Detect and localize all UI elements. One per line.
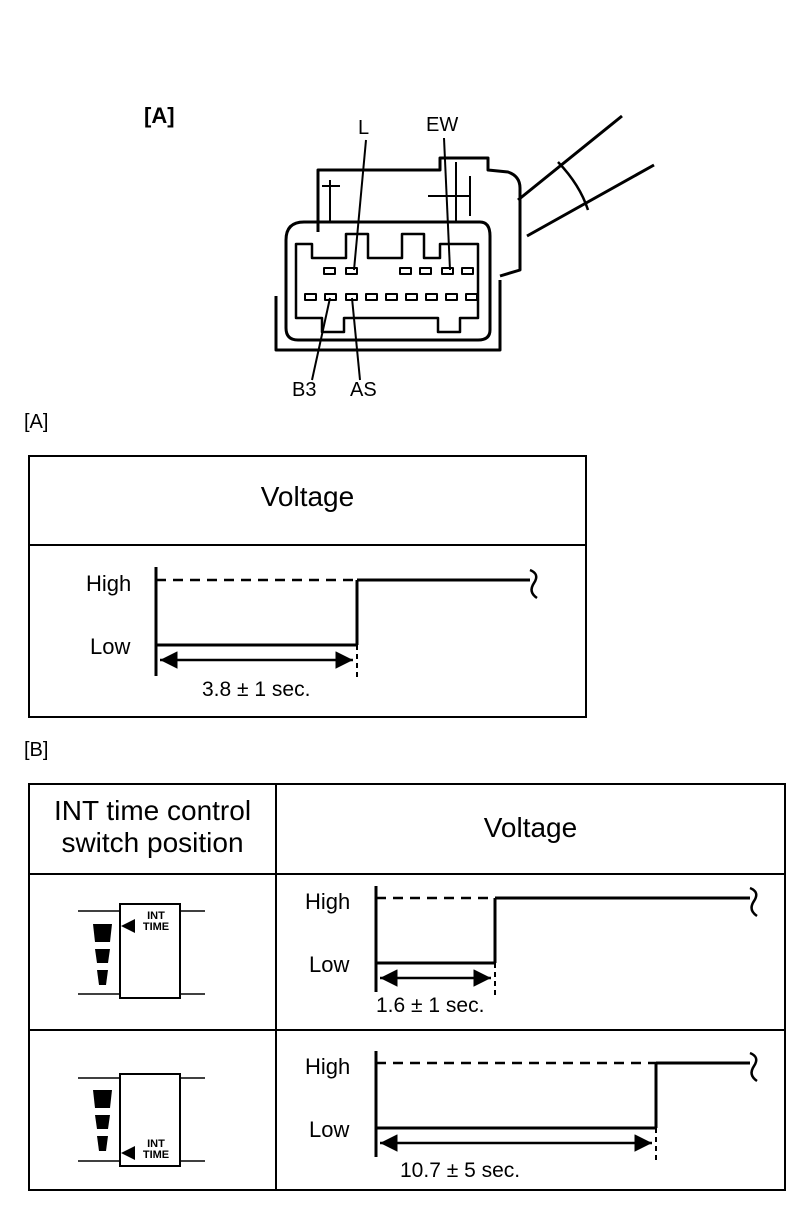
lever-arc bbox=[557, 161, 590, 211]
connector-face bbox=[294, 232, 480, 334]
top-terminals bbox=[323, 267, 474, 275]
row1-low-label: Low bbox=[309, 952, 350, 977]
switch-row1-time: TIME bbox=[142, 921, 170, 933]
row1-high-label: High bbox=[305, 889, 351, 914]
switch-icon-row1 bbox=[78, 903, 205, 999]
row1-duration: 1.6 ± 1 sec. bbox=[376, 994, 485, 1017]
section-a-label: [A] bbox=[24, 411, 49, 433]
section-a-high-label: High bbox=[86, 571, 132, 596]
pin-leaders bbox=[311, 137, 451, 381]
section-a-header: Voltage bbox=[260, 481, 355, 512]
section-a-duration: 3.8 ± 1 sec. bbox=[202, 678, 311, 701]
switch-row1-text: INT TIME bbox=[139, 911, 173, 933]
pin-label-b3: B3 bbox=[292, 379, 317, 401]
switch-row2-int: INT bbox=[147, 1138, 165, 1150]
switch-row2-text: INT TIME bbox=[139, 1139, 173, 1161]
switch-row1-int: INT bbox=[147, 910, 165, 922]
connector-drawing bbox=[274, 114, 655, 381]
lever-stalk bbox=[517, 114, 655, 238]
switch-row2-time: TIME bbox=[142, 1149, 170, 1161]
table-a-grid bbox=[28, 455, 587, 718]
switch-icon-row2 bbox=[78, 1073, 205, 1167]
waveform-a bbox=[154, 567, 538, 680]
waveform-b-row2 bbox=[374, 1051, 758, 1160]
waveform-b-row1 bbox=[374, 886, 758, 996]
section-a-low-label: Low bbox=[90, 634, 131, 659]
row2-duration: 10.7 ± 5 sec. bbox=[400, 1159, 521, 1182]
connector-title: [A] bbox=[144, 103, 175, 128]
pin-label-l: L bbox=[358, 117, 370, 139]
connector-body bbox=[284, 220, 492, 342]
rear-housing bbox=[316, 156, 522, 278]
pin-label-as: AS bbox=[350, 379, 377, 401]
pin-label-ew: EW bbox=[426, 114, 459, 136]
section-b-col1-header: INT time control switch position bbox=[29, 795, 276, 859]
table-b-grid bbox=[28, 783, 786, 1191]
section-b-col1-header-line1: INT time control bbox=[53, 795, 252, 826]
bottom-terminals bbox=[304, 293, 478, 301]
section-b-col2-header: Voltage bbox=[483, 812, 578, 843]
base-plate bbox=[274, 280, 502, 352]
row2-low-label: Low bbox=[309, 1117, 350, 1142]
section-b-label: [B] bbox=[24, 739, 49, 761]
row2-high-label: High bbox=[305, 1054, 351, 1079]
section-b-col1-header-line2: switch position bbox=[61, 827, 244, 859]
